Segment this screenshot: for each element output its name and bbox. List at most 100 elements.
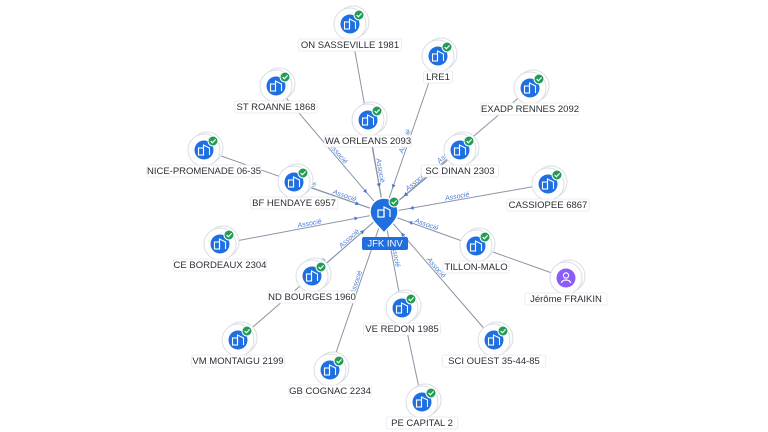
node-label: Jérôme FRAIKIN (530, 294, 602, 305)
edge-arrow-icon (354, 201, 360, 206)
building-icon (415, 396, 429, 408)
edge-arrow-icon (408, 221, 413, 226)
building-icon (469, 240, 483, 252)
node-label: WA ORLEANS 2093 (325, 136, 411, 147)
building-icon (323, 364, 337, 376)
node-label-bg (480, 102, 580, 116)
edge-label: Associé (413, 217, 439, 232)
graph-node[interactable]: NICE-PROMENADE 06-35 (146, 131, 262, 178)
node-label: VE REDON 1985 (365, 324, 438, 335)
node-label: EXADP RENNES 2092 (481, 104, 579, 115)
building-icon (231, 334, 245, 346)
node-label-bg (441, 354, 547, 368)
edge-arrow-icon (391, 183, 396, 189)
edge-arrow-icon (404, 192, 409, 197)
graph-node[interactable]: ON SASSEVILLE 1981 (297, 5, 403, 52)
node-label-bg (363, 322, 441, 336)
node-label: BF HENDAYE 6957 (252, 198, 336, 209)
edge-arrow-icon (376, 183, 381, 188)
node-label: SC DINAN 2303 (425, 166, 494, 177)
node-label: PE CAPITAL 2 (391, 418, 453, 429)
building-icon (287, 176, 301, 188)
node-label-bg (506, 198, 590, 212)
building-icon (305, 270, 319, 282)
building-icon (453, 144, 467, 156)
node-label: ST ROANNE 1868 (236, 102, 315, 113)
graph-node[interactable]: VM MONTAIGU 2199 (191, 321, 285, 368)
node-label: NICE-PROMENADE 06-35 (147, 166, 261, 177)
edge-label: Associé (296, 218, 322, 230)
building-icon (197, 144, 211, 156)
node-label-bg (249, 196, 339, 210)
node-label: GB COGNAC 2234 (289, 386, 371, 397)
edge-arrow-icon (360, 230, 365, 235)
node-label: TILLON-MALO (444, 262, 507, 273)
node-label-bg (422, 70, 453, 84)
building-icon (541, 178, 555, 190)
node-label-bg (267, 290, 357, 304)
verified-check-icon (371, 105, 383, 117)
graph-node[interactable]: PE CAPITAL 2 (385, 383, 459, 430)
person-icon (560, 272, 572, 284)
verified-check-icon (315, 261, 327, 273)
graph-node[interactable]: VE REDON 1985 (363, 289, 441, 336)
edge-arrow-icon (409, 205, 414, 210)
verified-check-icon (533, 73, 545, 85)
building-icon (269, 80, 283, 92)
graph-node[interactable]: ND BOURGES 1960 (267, 257, 357, 304)
node-label: ND BOURGES 1960 (268, 292, 356, 303)
graph-node[interactable]: WA ORLEANS 2093 (323, 101, 413, 148)
graph-node[interactable]: EXADP RENNES 2092 (480, 69, 580, 116)
graph-node[interactable]: ST ROANNE 1868 (234, 67, 318, 114)
node-label-bg (323, 134, 413, 148)
center-label: JFK INV (367, 239, 403, 250)
edge-label: Associé (389, 242, 401, 268)
graph-node[interactable]: CASSIOPEE 6867 (506, 165, 590, 212)
center-label-badge (362, 237, 408, 250)
verified-check-icon (223, 229, 235, 241)
verified-check-icon (405, 293, 417, 305)
edge-arrow-icon (401, 232, 406, 237)
node-label: CASSIOPEE 6867 (509, 200, 588, 211)
node-label-bg (524, 292, 608, 306)
graph-node[interactable]: TILLON-MALO (442, 227, 510, 274)
verified-check-icon (497, 325, 509, 337)
edge: Associé (383, 183, 549, 214)
graph-node[interactable]: CE BORDEAUX 2304 (173, 225, 267, 272)
building-icon (523, 82, 537, 94)
edge-label: Associé (374, 157, 385, 183)
node-label-bg (173, 258, 267, 272)
graph-node[interactable]: BF HENDAYE 6957 (249, 163, 339, 210)
graph-node[interactable]: GB COGNAC 2234 (288, 351, 372, 398)
node-label: ON SASSEVILLE 1981 (301, 40, 399, 51)
edge-label: Associé (444, 191, 470, 202)
graph-node[interactable]: SCI OUEST 35-44-85 (441, 321, 547, 368)
edge-label: Associé (337, 228, 361, 250)
verified-check-icon (388, 196, 400, 208)
verified-check-icon (241, 325, 253, 337)
edge: Associé (219, 212, 385, 245)
node-label-bg (288, 384, 372, 398)
node-label: SCI OUEST 35-44-85 (448, 356, 540, 367)
center-node[interactable]: JFK INV (362, 196, 408, 250)
edge-arrow-icon (363, 188, 368, 194)
node-label-bg (442, 260, 510, 274)
verified-check-icon (333, 355, 345, 367)
verified-check-icon (279, 71, 291, 83)
node-label: VM MONTAIGU 2199 (192, 356, 283, 367)
verified-check-icon (425, 387, 437, 399)
verified-check-icon (207, 135, 219, 147)
verified-check-icon (297, 167, 309, 179)
verified-check-icon (353, 9, 365, 21)
node-label-bg (234, 100, 318, 114)
graph-node[interactable]: SC DINAN 2303 (421, 131, 499, 178)
verified-check-icon (551, 169, 563, 181)
node-label: CE BORDEAUX 2304 (174, 260, 267, 271)
graph-node[interactable]: Jérôme FRAIKIN (524, 259, 608, 306)
building-icon (361, 114, 375, 126)
node-label-bg (297, 38, 403, 52)
building-icon (377, 206, 391, 218)
graph-node[interactable]: LRE1 (421, 37, 458, 84)
